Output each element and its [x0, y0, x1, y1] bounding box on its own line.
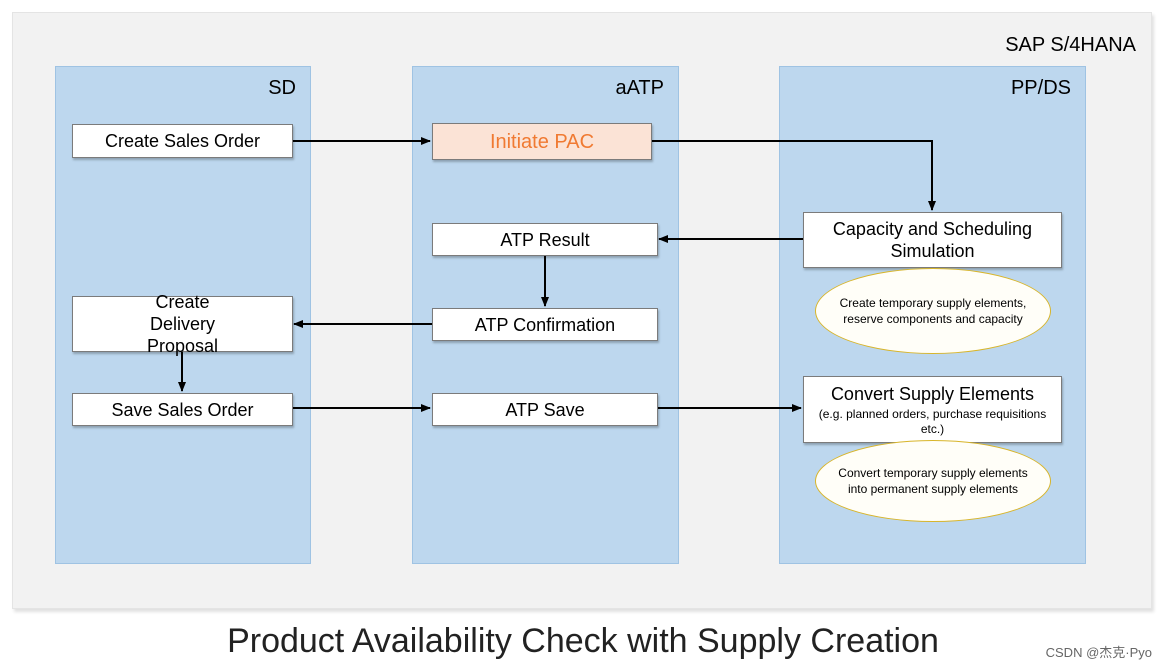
atp-save-label: ATP Save: [505, 399, 585, 420]
capacity-simulation-box: Capacity and Scheduling Simulation: [803, 212, 1062, 268]
lane-title-aatp: aATP: [615, 77, 664, 99]
atp-result-box: ATP Result: [432, 223, 658, 256]
diagram-caption: Product Availability Check with Supply C…: [227, 622, 939, 660]
arrow-pac-to-simulation: [652, 140, 936, 211]
create-sales-order-box: Create Sales Order: [72, 124, 293, 158]
convert-supply-label: Convert Supply Elements: [830, 383, 1035, 404]
create-sales-order-label: Create Sales Order: [104, 131, 261, 151]
watermark: CSDN @杰克·Pyo: [1045, 645, 1152, 660]
lane-title-ppds: PP/DS: [1010, 77, 1071, 99]
create-delivery-proposal-label: Create Delivery Proposal: [146, 292, 219, 356]
capacity-simulation-label: Capacity and Scheduling Simulation: [832, 219, 1033, 261]
atp-confirmation-box: ATP Confirmation: [432, 308, 658, 341]
convert-supply-box: Convert Supply Elements (e.g. planned or…: [803, 376, 1062, 443]
create-delivery-proposal-box: Create Delivery Proposal: [72, 292, 293, 356]
note-temporary-text: Create temporary supply elements, reserv…: [839, 296, 1027, 326]
convert-supply-sublabel: (e.g. planned orders, purchase requisiti…: [818, 406, 1047, 436]
note-permanent-text: Convert temporary supply elements into p…: [838, 466, 1028, 496]
system-label: SAP S/4HANA: [1005, 34, 1136, 56]
save-sales-order-box: Save Sales Order: [72, 393, 293, 426]
note-temporary-supply: Create temporary supply elements, reserv…: [815, 268, 1051, 354]
initiate-pac-box: Initiate PAC: [432, 123, 652, 160]
note-permanent-supply: Convert temporary supply elements into p…: [815, 440, 1051, 522]
lane-title-sd: SD: [268, 77, 296, 99]
atp-result-label: ATP Result: [500, 229, 590, 250]
atp-confirmation-label: ATP Confirmation: [474, 314, 616, 335]
atp-save-box: ATP Save: [432, 393, 658, 426]
save-sales-order-label: Save Sales Order: [111, 399, 254, 420]
initiate-pac-label: Initiate PAC: [489, 130, 595, 153]
